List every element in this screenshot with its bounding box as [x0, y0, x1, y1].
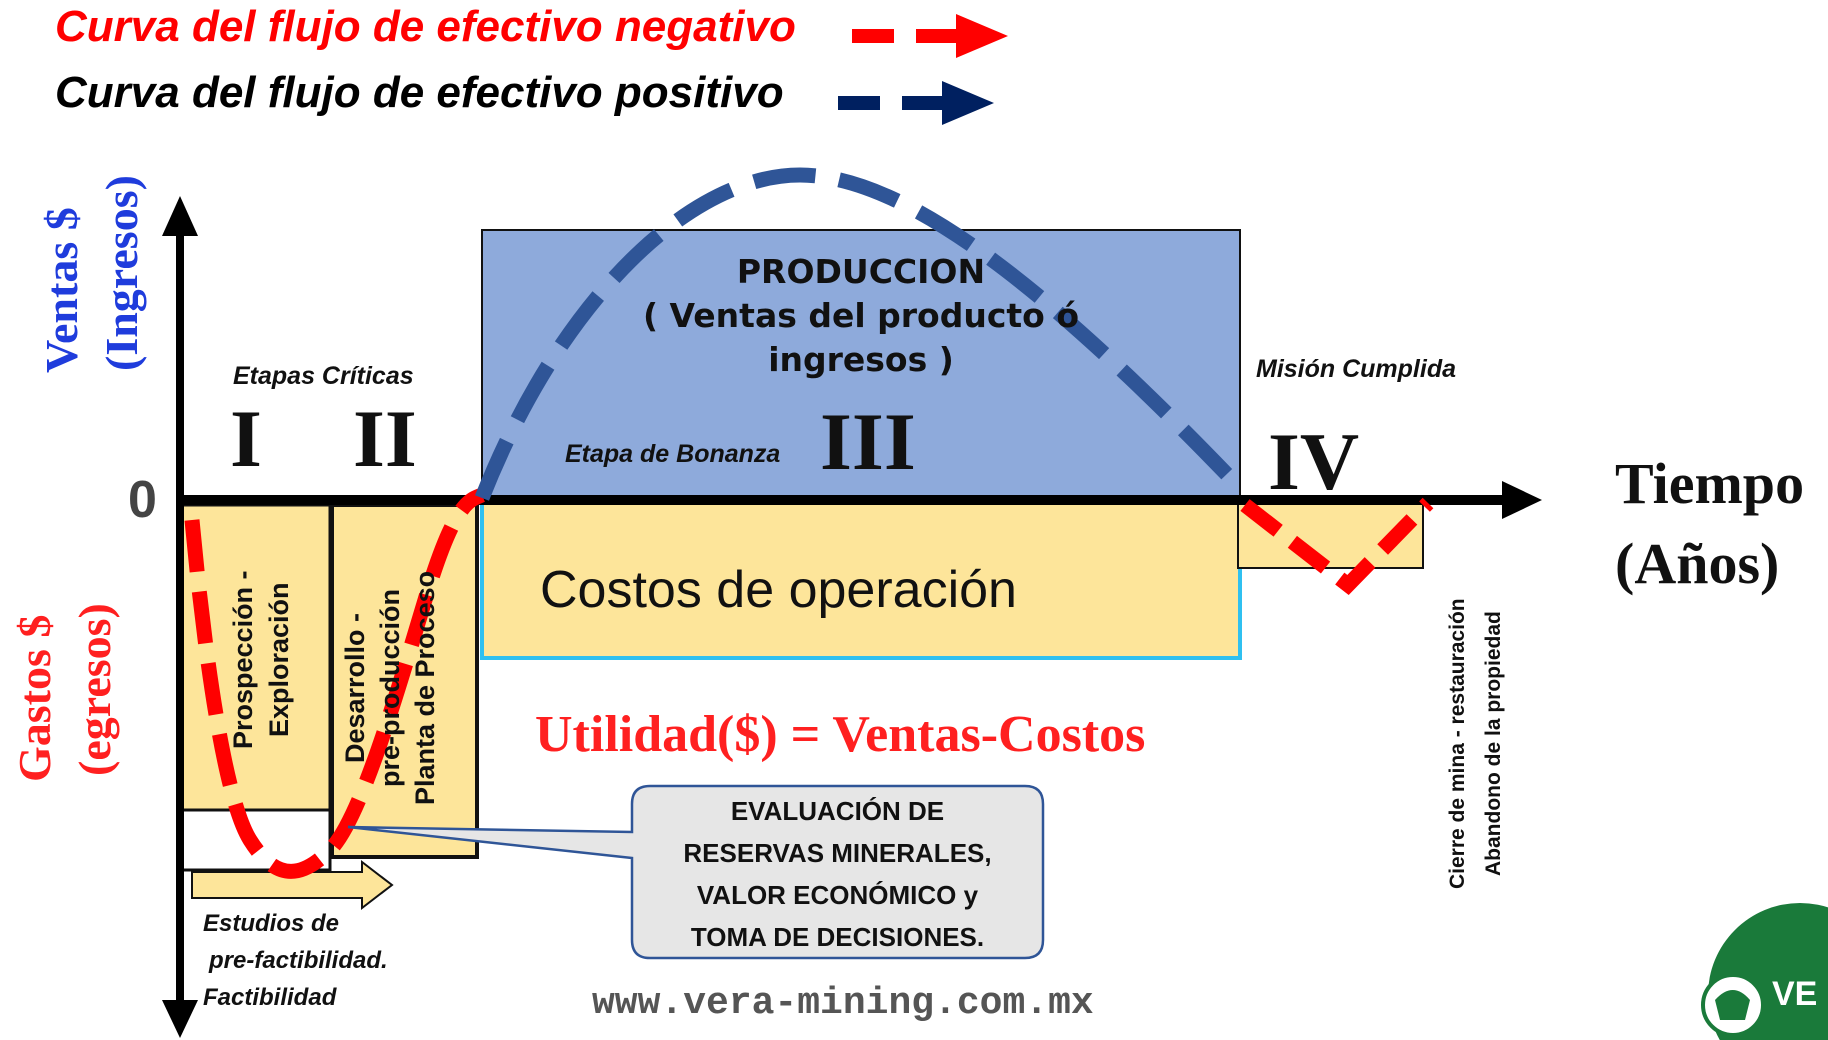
prospection-label: Prospección - Exploración: [228, 570, 294, 750]
callout-text: EVALUACIÓN DE RESERVAS MINERALES, VALOR …: [683, 796, 992, 952]
website-url[interactable]: www.vera-mining.com.mx: [592, 982, 1094, 1025]
x-axis-unit-label: (Años): [1615, 531, 1780, 596]
prospection-box: [180, 503, 332, 812]
development-label: Desarrollo - pre-producción Planta de Pr…: [340, 570, 440, 805]
operating-costs-box: [480, 498, 1242, 660]
mission-label: Misión Cumplida: [1256, 355, 1456, 383]
production-box: [481, 229, 1241, 501]
negative-cash-curve: [184, 488, 485, 879]
y-bottom-label: Gastos $: [9, 614, 60, 782]
operating-costs-label: Costos de operación: [540, 561, 1017, 619]
production-text: PRODUCCION ( Ventas del producto ó ingre…: [642, 252, 1079, 379]
negative-curve-legend: Curva del flujo de efectivo negativo: [55, 2, 796, 51]
positive-legend-arrow: [942, 81, 994, 125]
negative-legend-arrow: [956, 14, 1008, 58]
x-axis-arrow: [1502, 481, 1542, 519]
profit-formula: Utilidad($) = Ventas-Costos: [535, 706, 1146, 763]
zero-label: 0: [128, 471, 157, 529]
stage-iv: IV: [1268, 416, 1360, 507]
logo-text: VE: [1772, 975, 1818, 1013]
y-axis-up-arrow: [162, 196, 198, 236]
y-axis-down-arrow: [162, 1000, 198, 1038]
y-top-label: Ventas $: [36, 207, 87, 373]
positive-curve-legend: Curva del flujo de efectivo positivo: [55, 68, 784, 117]
studies-arrow: [191, 859, 394, 911]
studies-label: Estudios de pre-factibilidad. Factibilid…: [203, 910, 388, 1011]
x-axis-label: Tiempo: [1615, 451, 1805, 516]
closure-label: Cierre de mina - restauración Abandono d…: [1446, 598, 1505, 890]
stage-iii: III: [820, 396, 916, 487]
stage-ii: II: [353, 393, 417, 484]
y-top-label-2: (Ingresos): [96, 175, 147, 371]
stage-i: I: [230, 393, 262, 484]
positive-cash-curve: [475, 167, 1246, 501]
y-bottom-label-2: (egresos): [69, 603, 120, 777]
closure-negative-curve: [1240, 497, 1434, 596]
callout-bubble: [347, 784, 1045, 960]
critical-stages-label: Etapas Críticas: [233, 362, 414, 390]
bonanza-label: Etapa de Bonanza: [565, 440, 781, 468]
